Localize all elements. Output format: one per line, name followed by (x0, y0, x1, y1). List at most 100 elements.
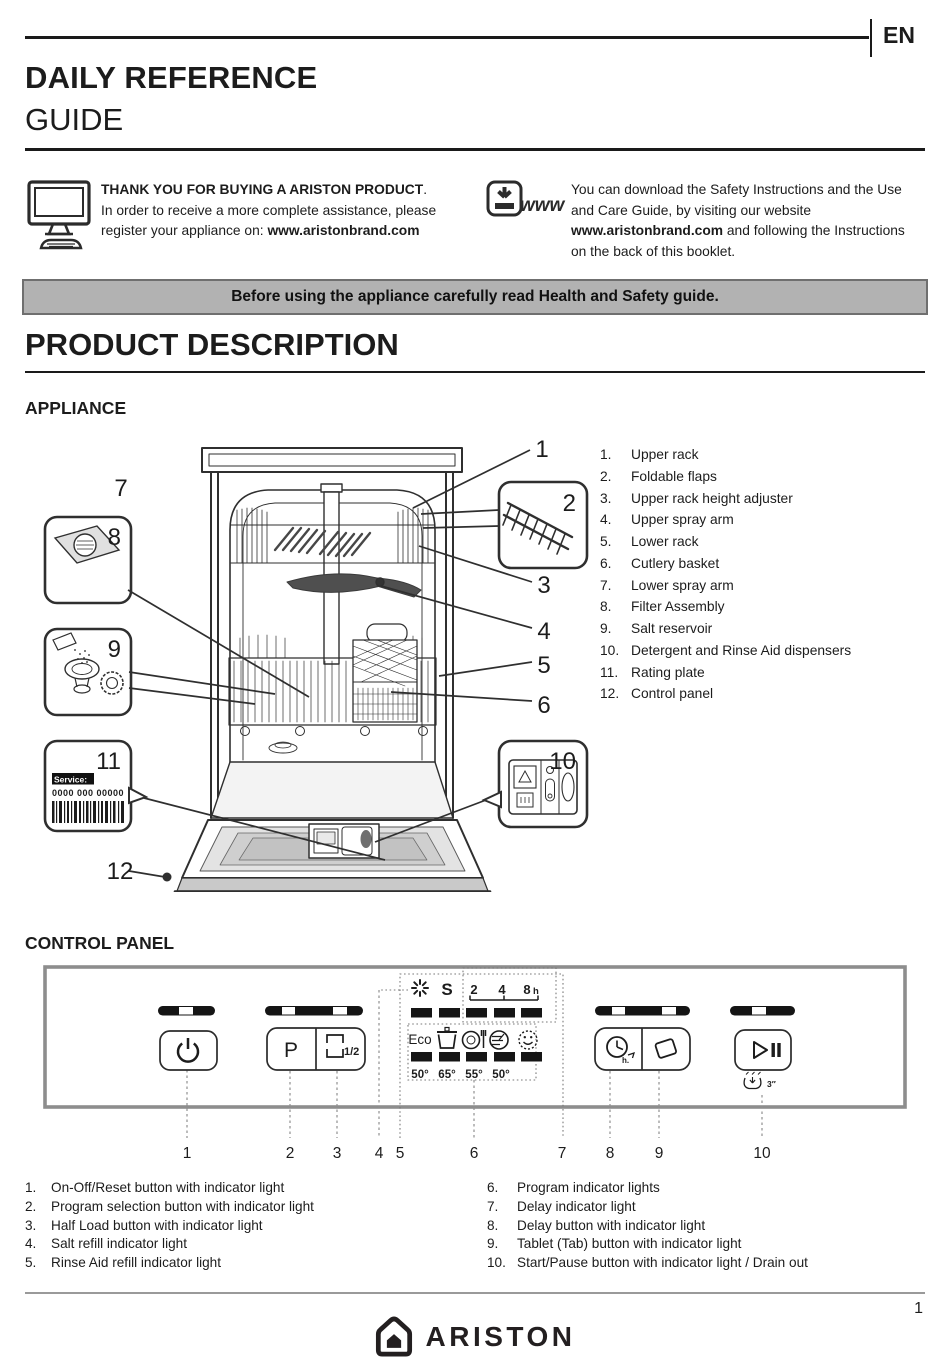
program-half-load-button: P 1/2 (266, 1027, 366, 1071)
download-line4: on the back of this booklet. (571, 243, 736, 259)
panel-callout-6: 6 (470, 1145, 479, 1162)
program-led-row-top (411, 1008, 542, 1018)
fig-callout-5: 5 (537, 652, 550, 679)
legend-num: 10. (487, 1255, 506, 1271)
legend-item: 2.Program selection button with indicato… (25, 1198, 470, 1217)
legend-item: 4. Salt refill indicator light (25, 1235, 470, 1254)
tablet-icon (654, 1038, 677, 1059)
part-label: Salt reservoir (631, 621, 713, 636)
part-label: Lower spray arm (631, 577, 734, 593)
delay-8h-label: 8 (523, 982, 530, 997)
header-tick (870, 19, 872, 57)
part-num: 3. (600, 490, 612, 506)
part-num: 9. (600, 621, 612, 636)
legend-item: 3.Half Load button with indicator light (25, 1217, 470, 1236)
drain-out-icon (743, 1071, 762, 1090)
brand-name: ARISTON (425, 1321, 576, 1352)
on-off-button (159, 1030, 218, 1071)
part-num: 6. (600, 555, 612, 571)
delay-tablet-button: h. (594, 1027, 691, 1071)
legend-item: 9.Tablet (Tab) button with indicator lig… (487, 1235, 937, 1254)
legend-label: Program indicator lights (517, 1180, 660, 1195)
part-item: 4. Upper spray arm (600, 509, 945, 531)
panel-callout-4: 4 (375, 1145, 384, 1162)
legend-label: Delay indicator light (517, 1198, 636, 1214)
legend-label: Rinse Aid refill indicator light (51, 1255, 222, 1271)
download-line1: You can download the Safety Instructions… (571, 182, 902, 197)
legend-num: 4. (25, 1236, 37, 1252)
legend-num: 7. (487, 1198, 499, 1214)
legend-item: 8.Delay button with indicator light (487, 1217, 937, 1236)
download-www-icon: www (486, 180, 566, 217)
panel-callout-9: 9 (655, 1145, 664, 1162)
part-item: 9. Salt reservoir (600, 618, 945, 640)
part-label: Control panel (631, 686, 714, 702)
register-line3-prefix: register your appliance on: (101, 223, 268, 239)
legend-label: Start/Pause button with indicator light … (517, 1255, 808, 1271)
part-num: 1. (600, 447, 612, 462)
fig-callout-1: 1 (535, 436, 548, 463)
fig-callout-12: 12 (107, 858, 134, 885)
power-icon (176, 1038, 200, 1063)
delicate-smiley-icon (518, 1030, 538, 1050)
legend-num: 6. (487, 1180, 499, 1195)
normal-wash-icon (461, 1030, 487, 1050)
fig-callout-2: 2 (563, 490, 576, 517)
download-line2: and Care Guide, by visiting our website (571, 202, 812, 218)
panel-callout-1: 1 (183, 1145, 192, 1162)
part-item: 3. Upper rack height adjuster (600, 488, 945, 510)
part-label: Upper rack height adjuster (631, 490, 793, 506)
temp-label-intensive: 65° (438, 1069, 456, 1081)
eco-program-icon: Eco (408, 1032, 431, 1047)
fig-callout-8: 8 (108, 524, 121, 551)
part-item: 10.Detergent and Rinse Aid dispensers (600, 640, 945, 662)
panel-callout-2: 2 (286, 1145, 295, 1162)
part-label: Lower rack (631, 534, 699, 549)
register-line2: In order to receive a more complete assi… (101, 202, 437, 218)
download-url: www.aristonbrand.com (571, 223, 724, 239)
temp-label-eco: 50° (411, 1069, 429, 1081)
panel-callout-8: 8 (606, 1145, 615, 1162)
doc-title-line2: GUIDE (25, 102, 124, 137)
legend-item: 6. Program indicator lights (487, 1179, 937, 1198)
daily-wash-icon (489, 1030, 509, 1050)
legend-num: 5. (25, 1255, 37, 1271)
service-number: 0000 000 00000 (52, 788, 124, 798)
part-item: 8.Filter Assembly (600, 596, 945, 618)
panel-callout-5: 5 (396, 1145, 405, 1162)
part-item: 7.Lower spray arm (600, 575, 945, 597)
part-num: 4. (600, 512, 612, 528)
fig-callout-6: 6 (537, 692, 550, 719)
footer-rule (25, 1292, 925, 1294)
legend-item: 7. Delay indicator light (487, 1198, 937, 1217)
delay-clock-icon (606, 1036, 635, 1059)
appliance-parts-list: 1.Upper rack 2.Foldable flaps 3.Upper ra… (600, 444, 945, 705)
delay-hour-unit: h. (622, 1056, 629, 1065)
register-text-block: THANK YOU FOR BUYING A ARISTON PRODUCT. … (101, 180, 471, 242)
legend-num: 8. (487, 1217, 499, 1233)
legend-num: 2. (25, 1198, 37, 1214)
download-line3: www.aristonbrand.com and following the I… (571, 221, 941, 242)
half-load-label: 1/2 (344, 1046, 359, 1058)
part-label: Filter Assembly (631, 599, 725, 615)
computer-monitor-icon (27, 180, 91, 250)
half-load-icon (326, 1034, 344, 1058)
register-period: . (423, 182, 428, 197)
appliance-diagram: Service: 0000 000 00000 (43, 436, 589, 892)
control-panel-heading: CONTROL PANEL (25, 933, 175, 953)
fig-callout-11: 11 (96, 748, 121, 775)
indicator-lights (158, 1006, 795, 1016)
brand-logo: ARISTON (0, 1316, 950, 1358)
part-label: Upper spray arm (631, 512, 734, 528)
fig-callout-7: 7 (114, 475, 127, 502)
legend-label: Half Load button with indicator light (51, 1217, 263, 1233)
legend-label: Salt refill indicator light (51, 1236, 187, 1252)
header-rule (25, 36, 869, 39)
fig-callout-3: 3 (537, 572, 550, 599)
www-label: www (520, 195, 566, 216)
part-item: 12.Control panel (600, 683, 945, 705)
safety-banner: Before using the appliance carefully rea… (22, 279, 928, 315)
delay-4h-label: 4 (498, 982, 506, 997)
fig-callout-4: 4 (537, 618, 550, 645)
